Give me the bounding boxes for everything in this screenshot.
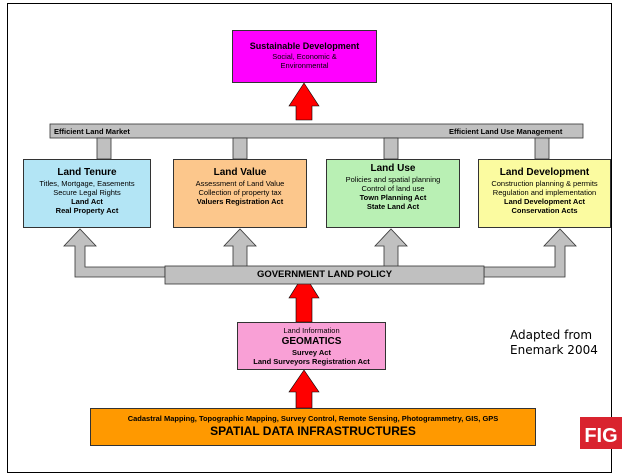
pillar-line: Titles, Mortgage, Easements [39,179,135,188]
pillar-line: Control of land use [361,184,425,193]
pillar-act: Conservation Acts [511,206,578,215]
fig-logo-icon: FIG [580,417,622,449]
geomatics-box: Land Information GEOMATICS Survey Act La… [237,322,386,370]
connector-3 [383,137,399,160]
connector-4 [534,137,550,160]
connector-2 [232,137,248,160]
pillar-title: Land Value [213,167,267,178]
pillar-line: Assessment of Land Value [195,179,285,188]
pillar-act: Land Act [71,197,103,206]
sdi-box: Cadastral Mapping, Topographic Mapping, … [90,408,536,446]
pillar-line: Policies and spatial planning [345,175,441,184]
pillar-land-development: Land Development Construction planning &… [478,159,611,228]
credit-line-1: Adapted from [510,328,593,342]
pillar-line: Construction planning & permits [491,179,598,188]
gray-arrow-2 [223,228,257,268]
gray-arrow-1 [63,228,166,278]
geomatics-act: Land Surveyors Registration Act [253,357,370,366]
pillar-land-tenure: Land Tenure Titles, Mortgage, Easements … [23,159,151,228]
geomatics-title: GEOMATICS [281,336,342,347]
red-arrow-bottom [288,369,320,409]
pillar-act: Land Development Act [504,197,585,206]
sustainable-title: Sustainable Development [249,41,360,51]
band-right-label: Efficient Land Use Management [449,127,563,136]
gray-arrow-3 [374,228,408,268]
policy-bar [164,265,485,285]
pillar-act: State Land Act [366,202,420,211]
pillar-line: Secure Legal Rights [53,188,121,197]
fig-logo: FIG [580,417,622,449]
connector-1 [96,137,112,160]
fig-logo-text: FIG [584,425,617,447]
credit-line-2: Enemark 2004 [510,343,598,357]
band-left-label: Efficient Land Market [54,127,130,136]
efficient-band [49,123,584,139]
geomatics-line: Land Information [283,326,340,335]
pillar-act: Town Planning Act [359,193,427,202]
pillar-line: Collection of property tax [198,188,282,197]
pillar-act: Valuers Registration Act [196,197,284,206]
gray-arrow-4 [483,228,577,278]
credit: Adapted from Enemark 2004 [510,328,598,358]
red-arrow-top [288,82,320,121]
sustainable-development-box: Sustainable Development Social, Economic… [232,30,377,83]
pillar-land-value: Land Value Assessment of Land Value Coll… [173,159,307,228]
geomatics-act: Survey Act [292,348,331,357]
policy-label: GOVERNMENT LAND POLICY [256,269,393,280]
sustainable-line-2: Environmental [280,61,329,70]
pillar-act: Real Property Act [55,206,119,215]
sdi-line: Cadastral Mapping, Topographic Mapping, … [127,414,499,423]
pillar-title: Land Use [370,163,416,174]
red-arrow-middle [288,273,320,323]
sdi-title: SPATIAL DATA INFRASTRUCTURES [210,424,416,438]
pillar-title: Land Development [499,167,590,178]
sustainable-line-1: Social, Economic & [272,52,337,61]
pillar-title: Land Tenure [57,167,117,178]
pillar-land-use: Land Use Policies and spatial planning C… [326,159,460,228]
pillar-line: Regulation and implementation [492,188,597,197]
